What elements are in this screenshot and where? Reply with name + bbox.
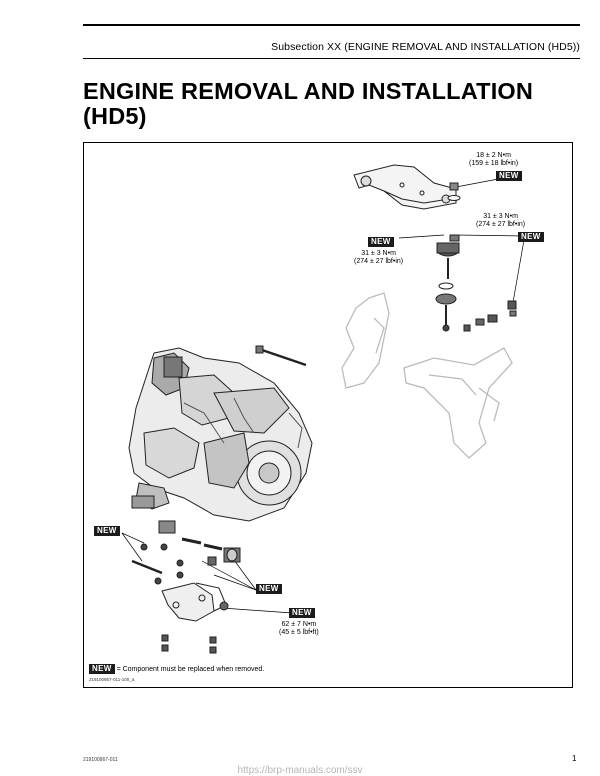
lower-mount-parts [131,520,241,585]
figure-legend: NEW= Component must be replaced when rem… [89,664,264,675]
header-top-rule [83,24,580,26]
watermark-url[interactable]: https://brp-manuals.com/ssv [237,765,363,776]
frame-brackets [341,292,513,459]
torque-label-middle-left: 31 ± 3 N•m (274 ± 27 lbf•in) [354,250,404,265]
crossmember-drawing [353,164,457,210]
engine-exploded-illustration [121,164,525,654]
figure-code: 219100967-011-100_a [89,677,135,682]
page-title: ENGINE REMOVAL AND INSTALLATION (HD5) [83,78,534,129]
new-badge-middle-left: NEW [368,237,394,247]
legend-new-badge: NEW [89,664,115,674]
subsection-header: Subsection XX (ENGINE REMOVAL AND INSTAL… [271,41,580,53]
engine-drawing [128,347,313,522]
leader-lines [121,176,525,614]
new-badge-top: NEW [496,171,522,181]
small-bolts-right [463,300,517,332]
torque-label-top: 18 ± 2 N•m (159 ± 18 lbf•in) [469,152,519,167]
new-badge-bottom: NEW [289,608,315,618]
long-bolt [255,345,307,367]
engine-mount-stack [435,234,460,332]
nut-washer-top [447,182,461,201]
exploded-view-figure: 18 ± 2 N•m (159 ± 18 lbf•in) NEW 31 ± 3 … [83,142,573,688]
new-badge-middle-right: NEW [518,232,544,242]
torque-label-middle-right: 31 ± 3 N•m (274 ± 27 lbf•in) [476,213,526,228]
page-number: 1 [572,754,577,763]
footer-doc-code: 219100967-011 [83,757,118,763]
new-badge-middle: NEW [256,584,282,594]
legend-text: = Component must be replaced when remove… [116,666,265,673]
new-badge-left: NEW [94,526,120,536]
header-rule [83,58,580,59]
lower-bracket [161,582,229,654]
torque-label-bottom: 62 ± 7 N•m (45 ± 5 lbf•ft) [279,621,319,636]
